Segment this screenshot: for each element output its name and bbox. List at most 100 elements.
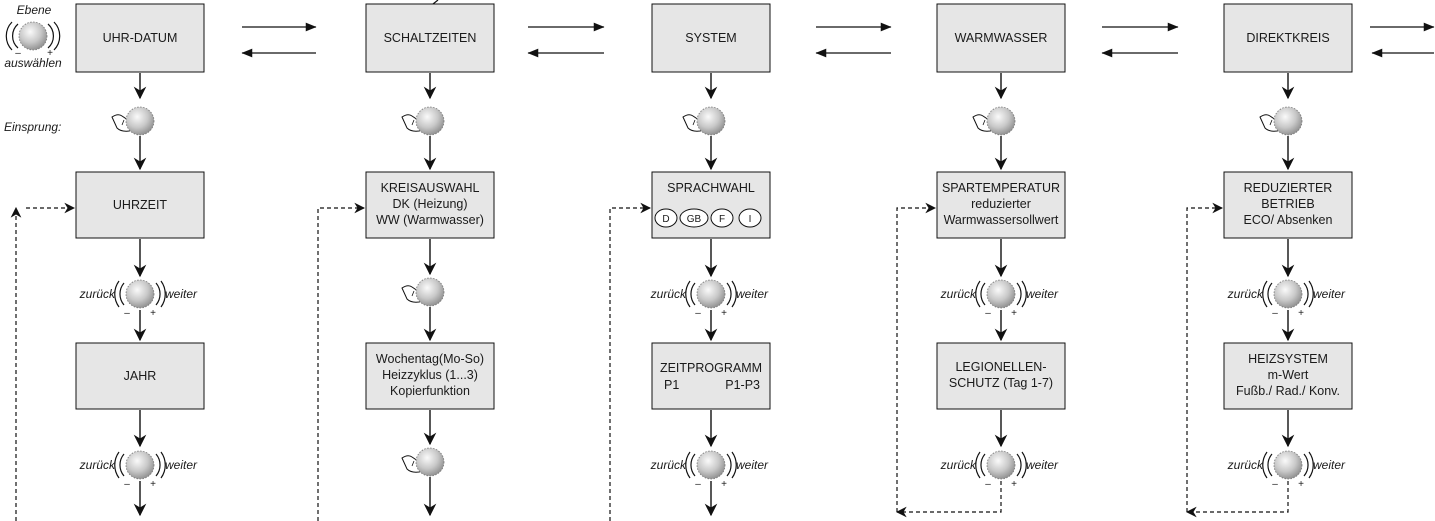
return-path-dashed (1186, 202, 1224, 512)
menu-box-frame (936, 171, 1066, 239)
weiter-label: weiter (165, 458, 198, 472)
knob-arc (1308, 451, 1314, 479)
minus-sign: – (1272, 308, 1278, 319)
level-box-direktkreis: DIREKTKREIS (1223, 3, 1353, 73)
zurueck-label: zurück (79, 458, 116, 472)
knob-arc (1262, 451, 1268, 479)
plus-sign: + (721, 479, 727, 490)
menu-box-line: REDUZIERTER (1244, 181, 1333, 195)
zurueck-label: zurück (1227, 458, 1264, 472)
minus-sign: – (695, 308, 701, 319)
knob-icon (696, 450, 726, 480)
rotary-knob: zurück weiter – + (79, 279, 198, 319)
zurueck-label: zurück (79, 287, 116, 301)
menu-box-uhrzeit: UHRZEIT (75, 171, 205, 239)
zurueck-label: zurück (650, 458, 687, 472)
zurueck-label: zurück (940, 287, 977, 301)
knob-arc (119, 453, 125, 477)
knob-arc (980, 453, 986, 477)
level-box-warmwasser: WARMWASSER (936, 3, 1066, 73)
plus-sign: + (150, 479, 156, 490)
weiter-label: weiter (1026, 458, 1059, 472)
minus-sign: – (124, 308, 130, 319)
menu-box-line: BETRIEB (1261, 197, 1315, 211)
weiter-label: weiter (1313, 287, 1346, 301)
knob-arc (731, 280, 737, 308)
level-select-knob: Ebene auswählen – + (4, 3, 62, 70)
knob-icon (415, 106, 445, 136)
plus-sign: + (150, 308, 156, 319)
knob-arc (975, 280, 981, 308)
weiter-label: weiter (736, 458, 769, 472)
level-box-uhr-datum: UHR-DATUM (75, 3, 205, 73)
language-option (738, 208, 762, 228)
plus-sign: + (1011, 479, 1017, 490)
knob-arc (155, 282, 161, 306)
knob-arc (119, 282, 125, 306)
knob-arc (685, 451, 691, 479)
menu-box-line: UHRZEIT (113, 198, 168, 212)
knob-icon (986, 106, 1016, 136)
menu-box-line: P1-P3 (725, 378, 760, 392)
menu-box-frame (365, 342, 495, 410)
minus-sign: – (1272, 479, 1278, 490)
knob-arc (1021, 451, 1027, 479)
menu-box-wochentag: Wochentag(Mo-So)Heizzyklus (1...3)Kopier… (365, 342, 495, 410)
knob-arc (160, 451, 166, 479)
plus-sign: + (47, 48, 53, 59)
menu-box-line: ECO/ Absenken (1244, 213, 1333, 227)
return-path-dashed (895, 481, 1002, 518)
menu-box-frame (936, 342, 1066, 410)
weiter-label: weiter (736, 287, 769, 301)
menu-box-line: m-Wert (1268, 368, 1309, 382)
knob-icon (1273, 450, 1303, 480)
minus-sign: – (15, 48, 21, 59)
menu-box-line: DK (Heizung) (392, 197, 467, 211)
ebene-label: Ebene (17, 3, 52, 17)
menu-box-line: KREISAUSWAHL (381, 181, 480, 195)
menu-box-frame (1223, 171, 1353, 239)
plus-sign: + (1298, 308, 1304, 319)
menu-box-line: SPRACHWAHL (667, 181, 755, 195)
knob-icon (696, 106, 726, 136)
menu-box-line: Heizzyklus (1...3) (382, 368, 478, 382)
knob-arc (1016, 453, 1022, 477)
knob-arc (726, 282, 732, 306)
knob-arc (1016, 282, 1022, 306)
knob-arc (1021, 280, 1027, 308)
knob-arc (690, 282, 696, 306)
plus-sign: + (721, 308, 727, 319)
menu-box-frame (651, 342, 771, 410)
knob-arc (1303, 453, 1309, 477)
knob-arc (160, 280, 166, 308)
knob-icon (986, 450, 1016, 480)
knob-icon (696, 279, 726, 309)
menu-box-line: P1 (664, 378, 679, 392)
return-path-dashed (896, 202, 937, 512)
knob-icon (125, 279, 155, 309)
menu-box-line: reduzierter (971, 197, 1031, 211)
zurueck-label: zurück (650, 287, 687, 301)
knob-arc (975, 451, 981, 479)
return-path-dashed (609, 202, 652, 521)
menu-box-legionellen: LEGIONELLEN-SCHUTZ (Tag 1-7) (936, 342, 1066, 410)
minus-sign: – (985, 308, 991, 319)
menu-box-line: Fußb./ Rad./ Konv. (1236, 384, 1340, 398)
language-option (654, 208, 678, 228)
menu-box-spartemperatur: SPARTEMPERATURreduzierterWarmwassersollw… (936, 171, 1066, 239)
knob-icon (18, 21, 48, 51)
menu-box-jahr: JAHR (75, 342, 205, 410)
language-option (679, 208, 709, 228)
minus-sign: – (124, 479, 130, 490)
knob-icon (1273, 106, 1303, 136)
language-option (710, 208, 734, 228)
level-title: SYSTEM (685, 31, 736, 45)
auswaehlen-label: auswählen (4, 56, 62, 70)
knob-arc (155, 453, 161, 477)
weiter-label: weiter (165, 287, 198, 301)
